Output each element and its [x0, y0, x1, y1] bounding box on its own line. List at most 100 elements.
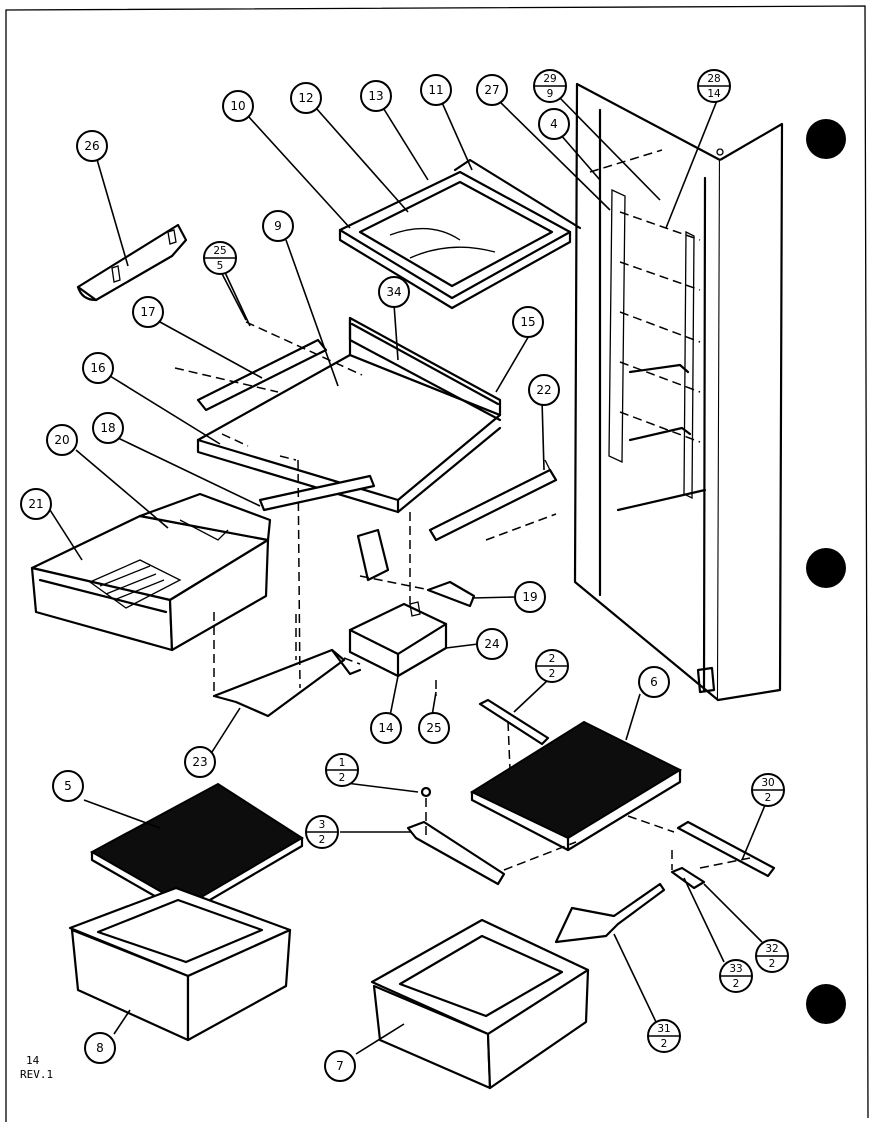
callout-label: 23	[192, 755, 207, 769]
callout-19: 19	[514, 581, 546, 613]
fraction-top: 28	[707, 73, 720, 85]
part-19-bracket	[426, 580, 476, 608]
part-24-control-housing	[348, 601, 448, 678]
callout-label: 7	[336, 1059, 344, 1073]
callout-18: 18	[92, 412, 124, 444]
part-30-rail	[676, 820, 776, 878]
part-middle-shelf	[196, 316, 502, 514]
part-20-drawer-cover	[138, 492, 272, 542]
fraction-callout-33-2: 332	[719, 959, 753, 993]
fraction-top: 30	[761, 777, 774, 789]
callout-11: 11	[420, 74, 452, 106]
part-5-crisper-cover	[89, 782, 304, 916]
callout-9: 9	[262, 210, 294, 242]
fraction-callout-3-2: 32	[305, 815, 339, 849]
fraction-bottom: 2	[319, 834, 326, 846]
alignment-lines	[174, 321, 557, 696]
fraction-callout-30-2: 302	[751, 773, 785, 807]
callout-label: 5	[64, 779, 72, 793]
part-cam-bracket	[356, 528, 390, 582]
callout-26: 26	[76, 130, 108, 162]
callout-23: 23	[184, 746, 216, 778]
part-18-shelf-rail	[258, 474, 376, 512]
callout-label: 21	[28, 497, 43, 511]
fraction-top: 3	[319, 819, 326, 831]
callout-label: 15	[520, 315, 535, 329]
callout-label: 11	[428, 83, 443, 97]
part-6-crisper-cover	[469, 720, 683, 852]
callout-label: 25	[426, 721, 441, 735]
callout-8: 8	[84, 1032, 116, 1064]
fraction-callout-32-2: 322	[755, 939, 789, 973]
fraction-bottom: 2	[661, 1038, 668, 1050]
sheet-number: 14	[26, 1054, 40, 1067]
fraction-bottom: 2	[765, 792, 772, 804]
callout-label: 10	[230, 99, 245, 113]
callout-label: 24	[484, 637, 499, 651]
callout-label: 18	[100, 421, 115, 435]
fraction-callout-29-9: 299	[533, 69, 567, 103]
fraction-bottom: 14	[707, 88, 721, 100]
fraction-top: 2	[549, 653, 556, 665]
fraction-callout-1-2: 12	[325, 753, 359, 787]
binder-hole-middle	[806, 548, 846, 588]
fraction-callout-2-2: 22	[535, 649, 569, 683]
part-23-rail	[212, 648, 362, 718]
callout-label: 8	[96, 1041, 104, 1055]
fraction-bottom: 9	[547, 88, 554, 100]
callout-16: 16	[82, 352, 114, 384]
fraction-bottom: 5	[217, 260, 224, 272]
door-liner	[573, 82, 784, 702]
fraction-bottom: 2	[339, 772, 346, 784]
callout-17: 17	[132, 296, 164, 328]
fraction-callout-31-2: 312	[647, 1019, 681, 1053]
callout-4: 4	[538, 108, 570, 140]
callout-25: 25	[418, 712, 450, 744]
revision-label: REV.1	[20, 1068, 53, 1081]
callout-label: 20	[54, 433, 69, 447]
callout-24: 24	[476, 628, 508, 660]
fraction-bottom: 2	[769, 958, 776, 970]
part-31-cover-bracket	[554, 882, 666, 944]
part-3-support-rail	[406, 820, 506, 886]
fraction-top: 29	[543, 73, 556, 85]
callout-label: 4	[550, 117, 558, 131]
part-7-crisper-pan	[370, 918, 590, 1090]
callout-7: 7	[324, 1050, 356, 1082]
callout-21: 21	[20, 488, 52, 520]
callout-label: 17	[140, 305, 155, 319]
fraction-bottom: 2	[549, 668, 556, 680]
callout-5: 5	[52, 770, 84, 802]
callout-label: 16	[90, 361, 105, 375]
part-2-rail-clip	[478, 698, 550, 771]
callout-14: 14	[370, 712, 402, 744]
callout-label: 12	[298, 91, 313, 105]
binder-hole-top	[806, 119, 846, 159]
fraction-top: 31	[657, 1023, 670, 1035]
callout-label: 9	[274, 219, 282, 233]
callout-label: 22	[536, 383, 551, 397]
part-26-door-bin	[76, 223, 188, 302]
callout-10: 10	[222, 90, 254, 122]
fraction-top: 1	[339, 757, 346, 769]
callout-label: 13	[368, 89, 383, 103]
page-border	[5, 5, 869, 1122]
callout-label: 26	[84, 139, 99, 153]
callout-34: 34	[378, 276, 410, 308]
callout-label: 19	[522, 590, 537, 604]
fraction-top: 33	[729, 963, 742, 975]
callout-label: 34	[386, 285, 401, 299]
part-22-shelf-support	[428, 459, 558, 542]
callout-20: 20	[46, 424, 78, 456]
part-8-crisper-pan	[68, 886, 292, 1042]
fraction-top: 32	[765, 943, 778, 955]
callout-27: 27	[476, 74, 508, 106]
binder-hole-bottom	[806, 984, 846, 1024]
callout-15: 15	[512, 306, 544, 338]
part-top-glass-shelf	[338, 158, 582, 310]
callout-13: 13	[360, 80, 392, 112]
